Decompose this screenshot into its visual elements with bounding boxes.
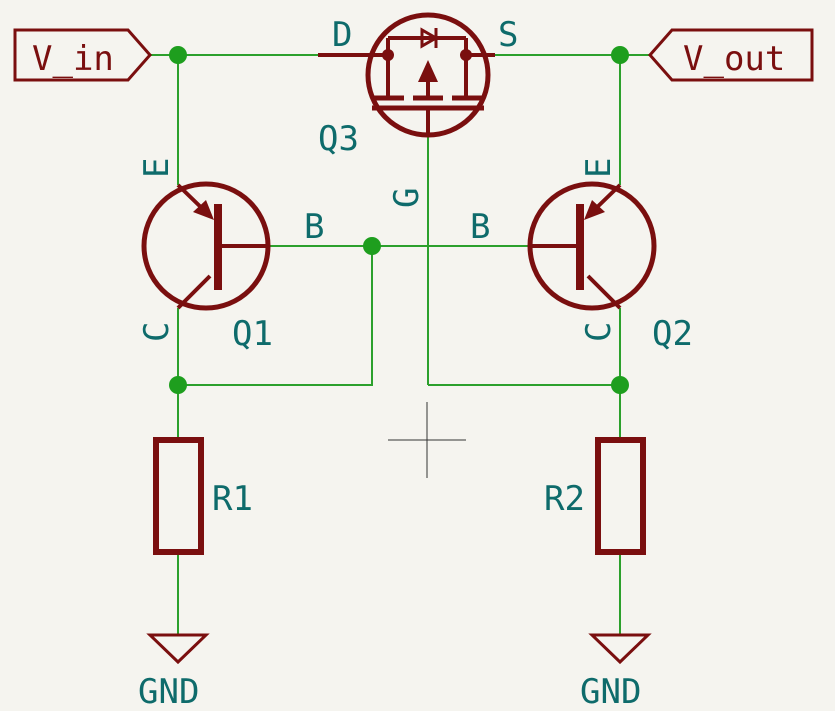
q2-pin-e-label: E: [579, 158, 619, 178]
gnd-right-label: GND: [580, 672, 641, 711]
r2-ref-label: R2: [544, 479, 585, 519]
q3-body-diode: [420, 27, 440, 49]
port-vout[interactable]: V_out: [648, 28, 814, 82]
r1-body: [153, 437, 204, 555]
gnd-left-label: GND: [138, 672, 199, 711]
r2-body: [595, 437, 646, 555]
port-vout-shape: [648, 28, 814, 82]
port-vin-label: V_in: [32, 39, 114, 79]
gnd-right-symbol: [588, 633, 652, 665]
junction-base: [363, 237, 381, 255]
r1-ref-label: R1: [212, 479, 253, 519]
q1-pin-b-label: B: [304, 207, 324, 247]
q3-terminals: [382, 49, 472, 61]
wire-q1-collector-to-base: [178, 246, 373, 386]
q3-arrow: [418, 60, 438, 82]
q3-ref-label: Q3: [318, 119, 359, 159]
port-vout-label: V_out: [683, 39, 785, 79]
gnd-left-symbol: [146, 633, 210, 665]
wires: [150, 54, 650, 635]
junction-q2-collector: [611, 376, 629, 394]
q3-drain-dot: [382, 49, 394, 61]
port-vin[interactable]: V_in: [13, 28, 152, 82]
port-vin-shape: [13, 28, 152, 82]
junction-vin: [169, 46, 187, 64]
junction-q1-collector: [169, 376, 187, 394]
labels: D S Q3 G E C B Q1 E C B Q2 R1 R2: [137, 15, 693, 519]
mosfet-q3[interactable]: [318, 12, 495, 138]
q3-source-dot: [460, 49, 472, 61]
crosshair-cursor: [388, 402, 466, 478]
junction-vout: [611, 46, 629, 64]
q1-pin-c-label: C: [137, 322, 177, 342]
ground-left[interactable]: GND: [138, 633, 210, 711]
q2-ref-label: Q2: [652, 314, 693, 354]
q2-collector-lead: [586, 274, 622, 310]
q3-pin-d-label: D: [332, 15, 352, 55]
q1-collector-lead: [176, 274, 212, 310]
transistor-q2[interactable]: [527, 181, 657, 311]
q3-pin-s-label: S: [498, 15, 518, 55]
q1-pin-e-label: E: [137, 158, 177, 178]
q1-ref-label: Q1: [232, 314, 273, 354]
q2-emitter-arrow: [584, 200, 605, 220]
resistor-r1[interactable]: [153, 437, 204, 555]
q3-pin-g-label: G: [387, 188, 427, 208]
resistor-r2[interactable]: [595, 437, 646, 555]
q1-emitter-arrow: [193, 200, 214, 220]
q2-pin-b-label: B: [470, 207, 490, 247]
q2-pin-c-label: C: [579, 322, 619, 342]
ground-right[interactable]: GND: [580, 633, 652, 711]
junctions: [169, 46, 629, 394]
transistor-q1[interactable]: [141, 181, 271, 311]
